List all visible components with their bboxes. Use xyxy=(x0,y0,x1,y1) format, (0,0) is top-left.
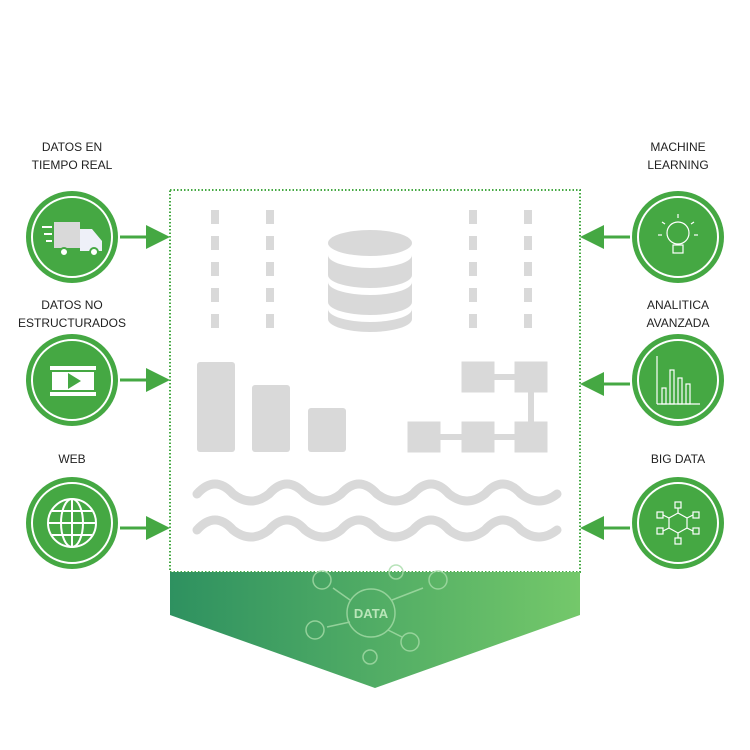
label-line: DATOS NO xyxy=(41,298,103,312)
label-advanced-analytics: ANALITICA AVANZADA xyxy=(603,296,750,332)
label-web: WEB xyxy=(0,450,147,468)
output-nodes xyxy=(632,191,724,569)
label-line: WEB xyxy=(58,452,86,466)
bar-blocks-icon xyxy=(197,362,346,452)
label-big-data: BIG DATA xyxy=(603,450,750,468)
truck-node[interactable] xyxy=(26,191,118,283)
dashed-columns xyxy=(211,210,532,330)
label-line: AVANZADA xyxy=(646,316,710,330)
label-realtime-data: DATOS EN TIEMPO REAL xyxy=(0,138,147,174)
lightbulb-icon xyxy=(658,214,698,254)
data-network-icon xyxy=(305,564,448,665)
label-line: ESTRUCTURADOS xyxy=(17,316,126,330)
label-line: BIG DATA xyxy=(650,452,706,466)
data-funnel xyxy=(170,572,580,688)
source-nodes xyxy=(26,191,118,569)
flow-arrows xyxy=(120,225,630,540)
globe-icon xyxy=(47,498,97,548)
data-badge-text: DATA xyxy=(354,606,389,621)
video-icon xyxy=(50,366,96,396)
database-icon xyxy=(328,230,412,332)
truck-icon xyxy=(42,222,102,257)
video-node[interactable] xyxy=(26,334,118,426)
label-unstructured-data: DATOS NO ESTRUCTURADOS xyxy=(0,296,147,332)
machine-learning-node[interactable] xyxy=(632,191,724,283)
network-cube-icon xyxy=(656,501,700,545)
label-machine-learning: MACHINE LEARNING xyxy=(603,138,750,174)
label-line: LEARNING xyxy=(647,158,709,172)
label-line: DATOS EN xyxy=(41,140,103,154)
globe-node[interactable] xyxy=(26,477,118,569)
bar-chart-icon xyxy=(656,356,700,405)
flowchart-icon xyxy=(407,361,548,453)
label-line: MACHINE xyxy=(650,140,706,154)
label-line: ANALITICA xyxy=(646,298,709,312)
big-data-node[interactable] xyxy=(632,477,724,569)
analytics-node[interactable] xyxy=(632,334,724,426)
water-waves xyxy=(192,479,562,542)
data-lake-box xyxy=(169,189,581,573)
label-line: TIEMPO REAL xyxy=(31,158,113,172)
